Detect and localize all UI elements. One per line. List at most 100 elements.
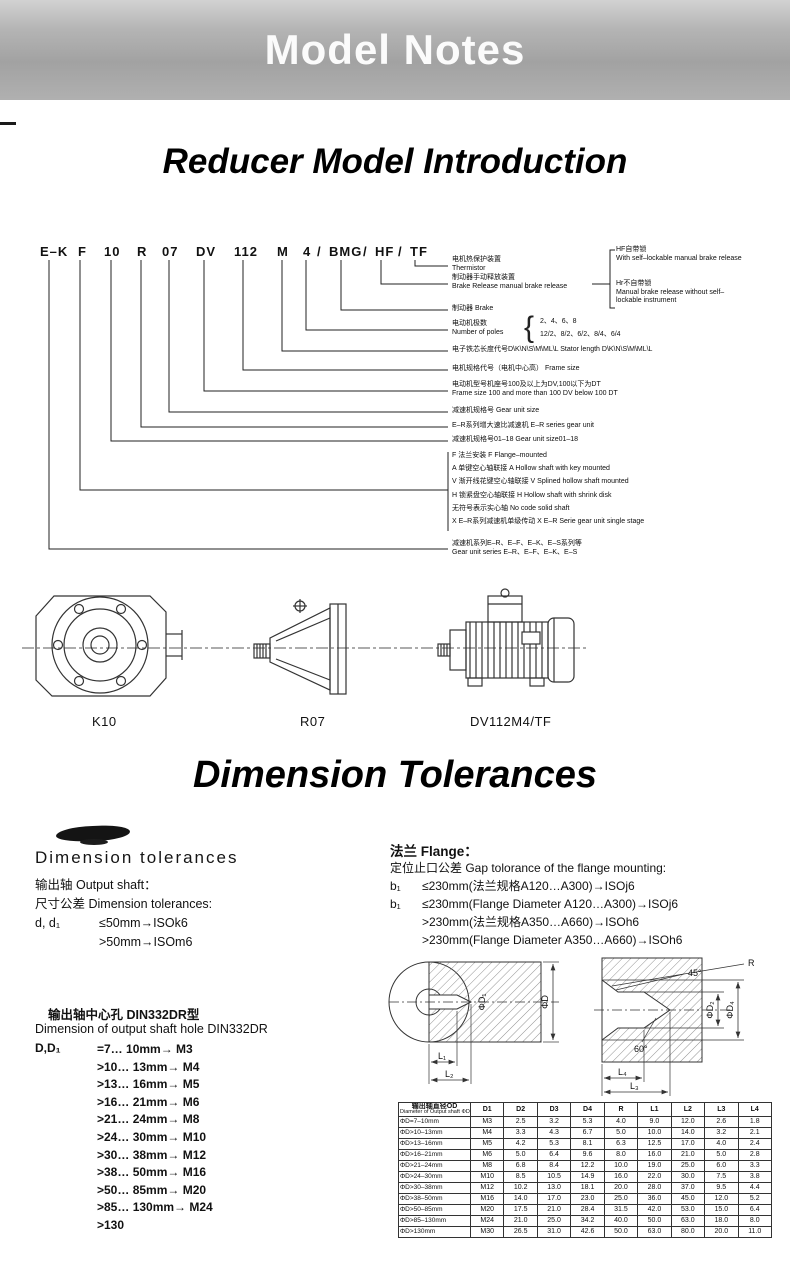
din-hole-title-zh: 输出轴中心孔 DIN332DR型: [48, 1008, 200, 1022]
ann-brake-release: 制动器手动释放装置 Brake Release manual brake rel…: [452, 274, 567, 291]
value-cell: 4.0: [603, 1116, 639, 1129]
output-shaft-rule: >50mm→ISOm6: [35, 933, 212, 952]
ann-gear-size-0118: 减速机规格号01–18 Gear unit size01–18: [452, 436, 579, 443]
value-cell: 50.0: [637, 1215, 672, 1228]
row-label-cell: ΦD>21–24mm: [398, 1160, 471, 1173]
dim-label-l4: L₄: [618, 1067, 627, 1077]
value-cell: 80.0: [670, 1226, 706, 1239]
ink-smudge-small: [80, 839, 108, 845]
value-cell: 8.0: [737, 1215, 772, 1228]
ann-gear-size: 减速机规格号 Gear unit size: [452, 407, 540, 414]
ann-hf-option: HF自带锁 With self–lockable manual brake re…: [616, 246, 748, 263]
mounting-option: V 渐开线花键空心轴联接 V Splined hollow shaft moun…: [452, 478, 629, 486]
din-hole-rule: >30… 38mm→ M12: [97, 1147, 207, 1162]
value-cell: 50.0: [603, 1226, 639, 1239]
flange-rules: b₁≤230mm(法兰规格A120…A300)→ISOj6 b₁≤230mm(F…: [390, 877, 682, 949]
value-cell: 7.5: [704, 1171, 739, 1184]
motor-drawing: [437, 588, 575, 687]
value-cell: 25.0: [670, 1160, 706, 1173]
row-label-cell: ΦD=7–10mm: [398, 1116, 471, 1129]
value-cell: 9.5: [704, 1182, 739, 1195]
value-cell: 5.0: [603, 1127, 639, 1140]
ann-series: 减速机系列E–R、E–F、E–K、E–S系列等 Gear unit series…: [452, 540, 582, 557]
code-token: 112: [234, 244, 258, 259]
value-cell: 11.0: [737, 1226, 772, 1239]
dim-label-l1: L₁: [438, 1051, 446, 1061]
value-cell: 20.0: [704, 1226, 739, 1239]
value-cell: 6.4: [737, 1204, 772, 1217]
flange-subtitle: 定位止口公差 Gap tolorance of the flange mount…: [390, 861, 667, 875]
code-token: F: [78, 244, 87, 259]
table-header-en: Diameter of Output shaft ΦD: [400, 1109, 470, 1116]
value-cell: M5: [469, 1138, 505, 1151]
ann-en: Brake Release manual brake release: [452, 282, 568, 290]
value-cell: 40.0: [603, 1215, 639, 1228]
ann-poles-opt2: 12/2、8/2、6/2、8/4、6/4: [540, 331, 621, 338]
value-cell: 3.2: [536, 1116, 572, 1129]
mounting-option: X E–R系列减速机单级传动 X E–R Serie gear unit sin…: [452, 518, 645, 526]
mounting-option: H 锁紧盘空心轴联接 H Hollow shaft with shrink di…: [452, 491, 612, 499]
din-hole-rule: >13… 16mm→ M5: [97, 1077, 200, 1092]
k10-gearbox-drawing: [35, 595, 183, 697]
output-shaft-line: 输出轴 Output shaft：: [35, 878, 157, 892]
table-col-header: R: [603, 1101, 639, 1118]
value-cell: 2.1: [737, 1127, 772, 1140]
value-cell: M12: [469, 1182, 505, 1195]
flange-rule: b₁≤230mm(法兰规格A120…A300)→ISOj6: [390, 879, 635, 893]
row-label-cell: ΦD>16–21mm: [398, 1149, 471, 1162]
value-cell: 6.4: [536, 1149, 572, 1162]
value-cell: 5.2: [737, 1193, 772, 1206]
value-cell: 25.0: [536, 1215, 572, 1228]
value-cell: 14.9: [570, 1171, 605, 1184]
table-col-header: L2: [670, 1101, 706, 1118]
value-cell: 14.0: [670, 1127, 706, 1140]
value-cell: M30: [469, 1226, 505, 1239]
ann-en: With self–lockable manual brake release: [616, 254, 742, 262]
table-col-header: D2: [503, 1101, 538, 1118]
value-cell: 36.0: [637, 1193, 672, 1206]
row-label-cell: ΦD>24–30mm: [398, 1171, 471, 1184]
value-cell: 21.0: [503, 1215, 538, 1228]
shaft-symbol: d, d₁: [35, 916, 61, 930]
table-col-header: L4: [737, 1101, 772, 1118]
ann-en: Thermistor: [452, 264, 486, 272]
din-hole-prefix: D,D₁: [35, 1041, 61, 1055]
flange-rule: >230mm(Flange Diameter A350…A660)→ISOh6: [422, 933, 683, 947]
row-label-cell: ΦD>85–130mm: [398, 1215, 471, 1228]
table-col-header: D1: [469, 1101, 505, 1118]
value-cell: 31.5: [603, 1204, 639, 1217]
dim-label-phid1: ΦD₁: [477, 994, 487, 1011]
value-cell: 10.0: [603, 1160, 639, 1173]
din-hole-title-en: Dimension of output shaft hole DIN332DR: [35, 1022, 268, 1036]
rule-text: >50mm→ISOm6: [99, 935, 193, 949]
value-cell: 5.3: [536, 1138, 572, 1151]
value-cell: 37.0: [670, 1182, 706, 1195]
value-cell: 8.1: [570, 1138, 605, 1151]
ann-zh: 电动机型号机座号100及以上为DV,100以下为DT: [452, 381, 601, 388]
shaft-hole-drawing: ΦD₁ ΦD L₁ L₂: [388, 961, 559, 1084]
value-cell: 4.2: [503, 1138, 538, 1151]
din-hole-rule: >16… 21mm→ M6: [97, 1094, 200, 1109]
value-cell: 10.2: [503, 1182, 538, 1195]
value-cell: 10.5: [536, 1171, 572, 1184]
value-cell: 17.0: [536, 1193, 572, 1206]
value-cell: 53.0: [670, 1204, 706, 1217]
tolerance-title: Dimension Tolerances: [192, 754, 598, 796]
value-cell: 8.5: [503, 1171, 538, 1184]
dim-label-r: R: [748, 958, 755, 968]
value-cell: 12.0: [670, 1116, 706, 1129]
output-shaft-rule: d, d₁≤50mm→ISOk6: [35, 914, 212, 933]
value-cell: M10: [469, 1171, 505, 1184]
row-label-cell: ΦD>10–13mm: [398, 1127, 471, 1140]
hole-detail-drawing: R 45° 60° ΦD₂ ΦD₄ L₄ L₃: [594, 957, 755, 1096]
row-label-cell: ΦD>13–16mm: [398, 1138, 471, 1151]
din-hole-list: =7… 10mm→ M3>10… 13mm→ M4>13… 16mm→ M5>1…: [97, 1041, 213, 1235]
flange-title: 法兰 Flange：: [390, 844, 478, 859]
value-cell: 4.0: [704, 1138, 739, 1151]
